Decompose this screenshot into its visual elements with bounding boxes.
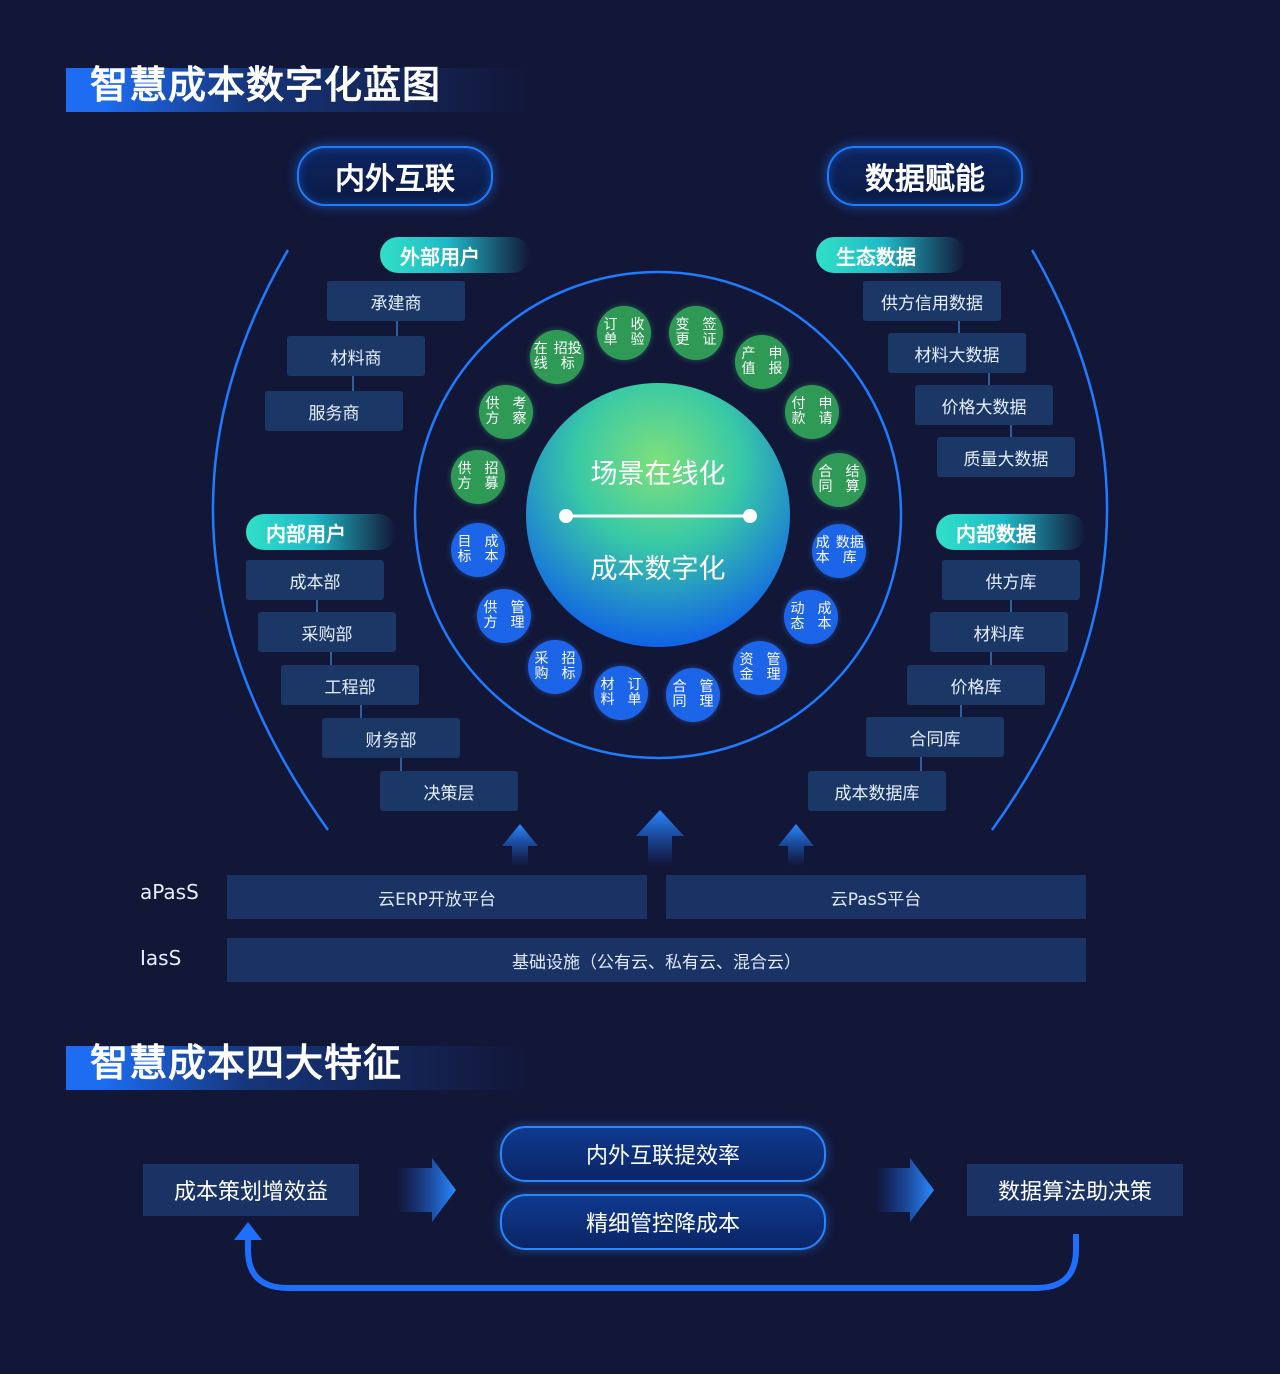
box-contract-db: 合同库: [866, 717, 1004, 757]
box-supplier-db: 供方库: [942, 560, 1080, 600]
box-procurement-dept: 采购部: [258, 612, 396, 652]
ring-item-contract-settlement: 合同结算: [812, 453, 866, 507]
header-data-empower: 数据赋能: [827, 146, 1023, 206]
feature-cost-reduction: 精细管控降成本: [500, 1194, 826, 1250]
iass-label: IasS: [140, 946, 182, 970]
ring-item-change-visa: 变更签证: [669, 306, 723, 360]
feature-arrow-left: [398, 1158, 456, 1222]
box-cost-dept: 成本部: [246, 560, 384, 600]
ring-item-payment-request: 付款申请: [785, 385, 839, 439]
ring-item-target-cost: 目标成本: [451, 523, 505, 577]
box-supplier-credit-data: 供方信用数据: [863, 281, 1001, 321]
blueprint-title: 智慧成本数字化蓝图: [90, 63, 442, 107]
ring-item-cost-database: 成本数据库: [812, 524, 866, 578]
up-arrow-right: [778, 824, 814, 866]
center-top-text: 场景在线化: [590, 459, 726, 490]
box-decision-layer: 决策层: [380, 771, 518, 811]
feedback-loop: [245, 1234, 1079, 1291]
apass-label: aPasS: [140, 880, 199, 904]
ring-item-online-bidding: 在线招投标: [530, 330, 584, 384]
up-arrow-left: [502, 824, 538, 866]
box-finance-dept: 财务部: [322, 718, 460, 758]
ring-item-procurement-bidding: 采购招标: [528, 640, 582, 694]
ring-item-material-order: 材料订单: [594, 666, 648, 720]
tag-external-users: 外部用户: [380, 237, 530, 273]
center-bottom-text: 成本数字化: [590, 554, 726, 585]
right-outer-arc: [990, 249, 1109, 831]
header-inner-outer-link: 内外互联: [297, 146, 493, 206]
left-outer-arc: [211, 249, 330, 831]
box-material-big-data: 材料大数据: [888, 333, 1026, 373]
ring-item-supplier-inspection: 供方考察: [479, 385, 533, 439]
feedback-arrowhead: [234, 1222, 262, 1240]
box-price-db: 价格库: [907, 665, 1045, 705]
tag-internal-users: 内部用户: [246, 514, 396, 550]
tag-eco-data: 生态数据: [816, 237, 966, 273]
features-section-header: 智慧成本四大特征: [66, 1041, 526, 1090]
box-material-supplier: 材料商: [287, 336, 425, 376]
feature-arrow-right: [876, 1158, 934, 1222]
ring-item-supplier-management: 供方管理: [477, 589, 531, 643]
box-contractor: 承建商: [327, 281, 465, 321]
bar-infrastructure: 基础设施（公有云、私有云、混合云）: [227, 938, 1086, 982]
ring-item-output-report: 产值申报: [735, 335, 789, 389]
tag-internal-data: 内部数据: [936, 514, 1086, 550]
ring-item-order-receiving: 订单收验: [597, 306, 651, 360]
ring-item-contract-management: 合同管理: [666, 668, 720, 722]
features-title: 智慧成本四大特征: [90, 1041, 403, 1085]
feature-cost-planning: 成本策划增效益: [143, 1164, 359, 1216]
connector-dot-left: [559, 509, 573, 523]
up-arrow-mid: [636, 810, 684, 866]
box-cost-db: 成本数据库: [808, 771, 946, 811]
ring-item-fund-management: 资金管理: [733, 641, 787, 695]
connector-dot-right: [743, 509, 757, 523]
blueprint-section-header: 智慧成本数字化蓝图: [66, 63, 526, 112]
feature-efficiency: 内外互联提效率: [500, 1126, 826, 1182]
outer-ring: [413, 270, 903, 760]
ring-item-dynamic-cost: 动态成本: [784, 590, 838, 644]
box-engineering-dept: 工程部: [281, 665, 419, 705]
box-material-db: 材料库: [930, 612, 1068, 652]
ring-item-supplier-recruit: 供方招募: [451, 450, 505, 504]
bar-cloud-paas: 云PasS平台: [666, 875, 1086, 919]
bar-cloud-erp: 云ERP开放平台: [227, 875, 647, 919]
box-quality-big-data: 质量大数据: [937, 437, 1075, 477]
feature-data-decision: 数据算法助决策: [967, 1164, 1183, 1216]
box-price-big-data: 价格大数据: [915, 385, 1053, 425]
box-service-provider: 服务商: [265, 391, 403, 431]
